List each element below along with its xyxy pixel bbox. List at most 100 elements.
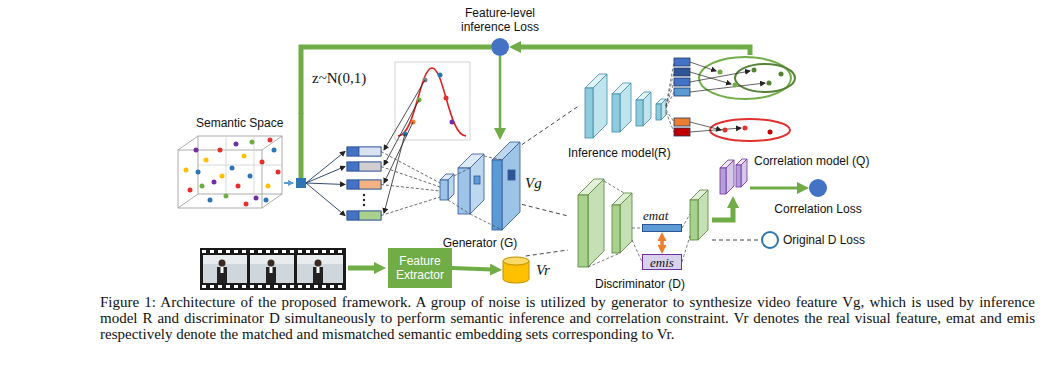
semantic-points bbox=[218, 148, 223, 153]
math-label: Vg bbox=[525, 175, 542, 192]
video-to-extractor-arrow bbox=[348, 266, 376, 271]
model-label: Generator (G) bbox=[443, 236, 518, 250]
noise-to-generator-lines bbox=[381, 197, 440, 216]
inferred-semantic-bars bbox=[674, 58, 690, 66]
semantic-points bbox=[236, 184, 241, 189]
noise-bars bbox=[363, 194, 365, 196]
video-frames bbox=[317, 267, 320, 273]
inference-layers bbox=[585, 74, 666, 138]
generator-layers bbox=[440, 180, 448, 200]
semantic-points bbox=[220, 174, 225, 179]
cluster-points bbox=[779, 72, 784, 77]
connector bbox=[660, 240, 664, 246]
generator-layers bbox=[448, 174, 454, 200]
video-frames bbox=[250, 255, 294, 283]
inference-output-lines bbox=[666, 82, 674, 107]
vector-to-noise-lines bbox=[306, 152, 345, 184]
semantic-space-cube bbox=[178, 150, 262, 208]
generator-layers bbox=[508, 170, 515, 180]
connectors bbox=[301, 47, 799, 270]
semantic-points bbox=[272, 148, 277, 153]
loss-label: Original D Loss bbox=[783, 233, 865, 247]
loss-label: Feature-level inference Loss bbox=[448, 6, 552, 34]
generator-inner-lines bbox=[448, 200, 470, 214]
cluster-arrows bbox=[690, 62, 765, 132]
inference-output-lines bbox=[666, 72, 674, 106]
inferred-semantic-bars bbox=[674, 78, 690, 86]
noise-bars bbox=[347, 162, 359, 171]
gaussian-plot bbox=[444, 96, 449, 101]
model-label: Inference model(R) bbox=[568, 146, 671, 160]
cluster-points bbox=[733, 83, 738, 88]
semantic-points bbox=[250, 140, 255, 145]
noise-bars bbox=[347, 147, 381, 156]
inference-layers bbox=[636, 100, 643, 126]
cluster-arrows bbox=[690, 128, 741, 132]
inference-layers bbox=[656, 104, 661, 120]
gaussian-plot bbox=[398, 68, 466, 136]
cluster-points bbox=[718, 68, 784, 135]
inference-output-lines bbox=[666, 110, 674, 122]
video-frames bbox=[219, 260, 226, 267]
cylinder-shape bbox=[502, 256, 530, 284]
math-label: z~N(0,1) bbox=[312, 70, 366, 87]
video-frames bbox=[315, 260, 322, 267]
inferred-semantic-bars bbox=[674, 128, 690, 136]
embedding-bar: emat bbox=[642, 224, 682, 232]
inference-output-lines bbox=[666, 112, 674, 132]
inference-layers bbox=[612, 94, 620, 132]
semantic-points bbox=[248, 174, 253, 179]
video-frames bbox=[297, 255, 343, 283]
noise-to-generator-lines bbox=[381, 167, 440, 188]
loss-circle: Correlation Loss bbox=[809, 179, 827, 197]
noise-bars bbox=[347, 180, 381, 189]
noise-sample-arrows bbox=[384, 80, 425, 213]
connector bbox=[452, 268, 492, 270]
embedding-label: emat bbox=[643, 209, 668, 223]
semantic-space-cube bbox=[198, 165, 282, 166]
semantic-vector bbox=[299, 113, 304, 178]
embedding-bar: emis bbox=[642, 254, 682, 270]
noise-bars bbox=[359, 180, 381, 189]
vector-to-noise-lines bbox=[306, 183, 345, 216]
semantic-clusters bbox=[710, 119, 790, 141]
noise-bars bbox=[347, 162, 381, 171]
video-frames bbox=[266, 267, 276, 283]
inference-layers bbox=[593, 74, 607, 138]
semantic-points bbox=[204, 158, 209, 163]
box-label: Feature Extractor bbox=[388, 254, 452, 282]
plot-title: Semantic Space bbox=[196, 116, 283, 130]
noise-bars bbox=[359, 147, 381, 156]
discriminator-inner-lines bbox=[588, 253, 620, 267]
video-frames bbox=[200, 248, 346, 290]
inferred-semantic-bars bbox=[674, 88, 690, 96]
semantic-points bbox=[184, 138, 281, 207]
connector bbox=[750, 187, 799, 190]
video-frames bbox=[268, 260, 275, 267]
semantic-points bbox=[230, 166, 235, 171]
noise-bars bbox=[347, 211, 359, 220]
semantic-points bbox=[260, 160, 265, 165]
cluster-points bbox=[767, 81, 772, 86]
connector bbox=[526, 250, 568, 256]
semantic-space-cube bbox=[178, 194, 198, 208]
vector-to-noise-lines bbox=[306, 152, 345, 216]
noise-to-generator-lines bbox=[381, 152, 440, 184]
discriminator-inner-lines bbox=[682, 236, 690, 262]
connector bbox=[519, 47, 750, 55]
noise-bars bbox=[363, 199, 365, 201]
noise-bars bbox=[347, 147, 381, 220]
semantic-points bbox=[266, 184, 271, 189]
generator-inner-lines bbox=[470, 214, 502, 230]
feature-label: Vr bbox=[536, 262, 550, 278]
semantic-vector bbox=[296, 178, 306, 188]
semantic-points bbox=[242, 154, 247, 159]
semantic-space-plot: Semantic Space bbox=[176, 114, 306, 212]
video-frames bbox=[217, 267, 227, 283]
noise-to-generator-lines bbox=[381, 152, 440, 216]
semantic-points bbox=[244, 202, 249, 207]
cluster-points bbox=[768, 130, 773, 135]
discriminator-layers bbox=[612, 205, 620, 253]
model-label: Correlation model (Q) bbox=[754, 154, 869, 168]
